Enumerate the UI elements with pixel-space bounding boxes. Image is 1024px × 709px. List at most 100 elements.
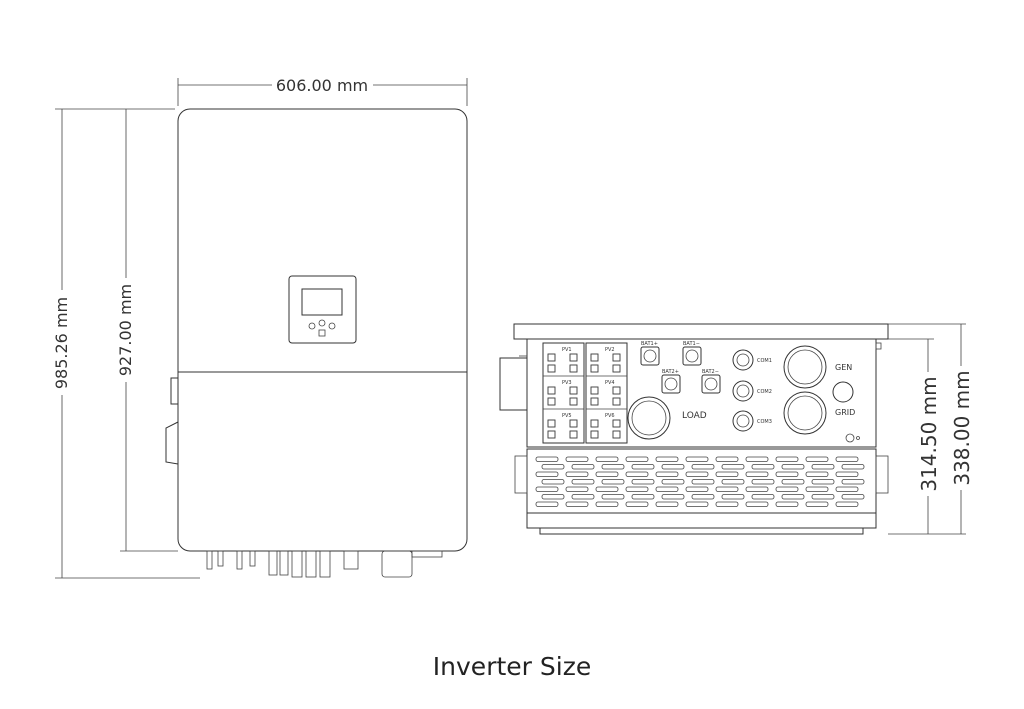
bat1-pos-label: BAT1+ [641,341,658,347]
pv-connector [547,353,556,362]
heatsink-fin [745,471,769,477]
bottom-total-depth-label: 338.00 mm [950,370,974,485]
pv-connector [547,364,556,373]
bottom-body-depth-label: 314.50 mm [917,376,941,491]
pv-connector [547,386,556,395]
heatsink-fin [811,479,835,485]
bat2-neg-label: BAT2− [702,369,719,375]
heatsink-fin [655,456,679,462]
heatsink-fin [595,471,619,477]
pv-connector [569,419,578,428]
figure-caption: Inverter Size [432,652,592,681]
heatsink-fin [805,486,829,492]
bat1-neg-label: BAT1− [683,341,700,347]
pv3-label: PV3 [562,380,572,386]
pv-connector [590,364,599,373]
pv-connector [590,364,599,373]
heatsink-fin [691,479,715,485]
display-buttons [308,319,336,337]
heatsink-fin [841,494,865,500]
pv-connector [569,397,578,406]
pv-connector [590,386,599,395]
pv-connector [590,397,599,406]
heatsink-fin [685,486,709,492]
pv-connector [612,353,621,362]
heatsink-fin [781,494,805,500]
heatsink-frame [526,448,877,514]
side-handle-upper [170,377,178,405]
heatsink-fin [685,501,709,507]
heatsink-fins [535,456,865,507]
pv-connector [547,386,556,395]
heatsink-fin [655,471,679,477]
heatsink-fin [571,464,595,470]
battery-connectors [640,346,721,394]
heatsink-fin [595,456,619,462]
ground-icon [845,433,855,443]
pv-connector [612,430,621,439]
front-width-dimension: 606.00 mm [177,76,468,106]
side-bracket [499,357,528,411]
pv-connector [547,397,556,406]
heatsink-fin [775,471,799,477]
pv-connector [590,430,599,439]
pv-connector [547,430,556,439]
heatsink-fin [685,471,709,477]
heatsink-fin [745,486,769,492]
heatsink-fin [565,471,589,477]
pv-connector [612,386,621,395]
heatsink-fin [715,471,739,477]
heatsink-fin [751,464,775,470]
heatsink-fin [625,456,649,462]
heatsink-fin [835,486,859,492]
heatsink-fin [691,464,715,470]
heatsink-fin [571,494,595,500]
pv-connector [590,353,599,362]
heatsink-fin [691,494,715,500]
pv-connector [569,397,578,406]
heatsink-fin [811,464,835,470]
heatsink-fin [805,471,829,477]
heatsink-fin [655,501,679,507]
com2-label: COM2 [757,389,772,395]
heatsink-fin [715,456,739,462]
pv2-label: PV2 [605,347,615,353]
pv-connector [569,364,578,373]
pv-connector [612,397,621,406]
pv-connector [569,430,578,439]
com-ports [732,349,754,432]
pv-connector [569,353,578,362]
heatsink-fin [715,486,739,492]
heatsink-fin [601,494,625,500]
heatsink-fin [655,486,679,492]
heatsink-fin [535,471,559,477]
front-bottom-connectors [206,550,443,578]
heatsink-fin [841,464,865,470]
pv-terminal-block-right [585,342,628,444]
heatsink-fin [835,501,859,507]
pv-connector [612,419,621,428]
heatsink-fin [661,479,685,485]
heatsink-fin [601,479,625,485]
heatsink-fin [685,456,709,462]
com3-label: COM3 [757,419,772,425]
pv1-label: PV1 [562,347,572,353]
heatsink-fin [805,456,829,462]
front-total-height-dimension: 985.26 mm [52,108,200,579]
pv-connector [612,419,621,428]
heatsink-fin [721,464,745,470]
heatsink-fin [805,501,829,507]
heatsink-fin [631,479,655,485]
heatsink-fin [751,479,775,485]
pv-connector [569,430,578,439]
pv-connector [612,364,621,373]
bottom-depth-dimensions: 314.50 mm 338.00 mm [888,323,974,535]
pv-connector [569,353,578,362]
heatsink-fin [601,464,625,470]
heatsink-fin [775,501,799,507]
heatsink-mount-left [514,455,528,494]
pv-terminal-connectors [547,353,621,439]
pv-connector [612,430,621,439]
heatsink-fin [535,486,559,492]
brand-badge [832,381,854,403]
